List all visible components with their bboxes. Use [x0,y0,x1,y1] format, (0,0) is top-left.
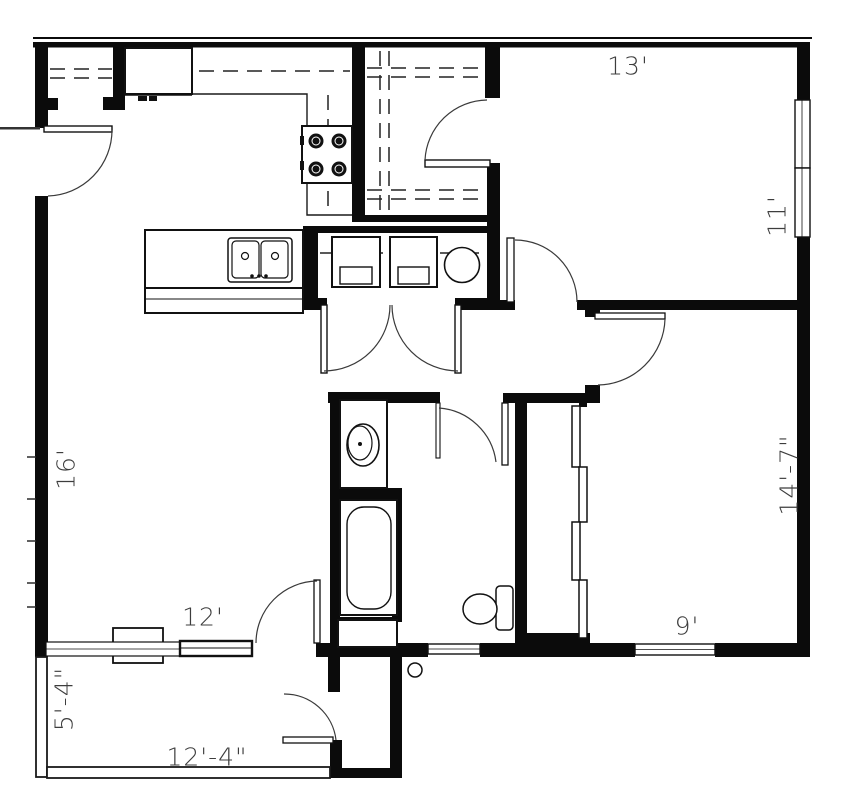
dim-patio-width: 12'-4" [166,742,248,772]
doors [43,99,666,744]
patio-walls [35,656,331,779]
bathroom-door [435,402,509,466]
wall-tick-marks [27,456,36,608]
kitchen-counter [192,93,352,216]
kitchen-sink-island [144,229,304,314]
dim-living-width: 12' [182,602,224,632]
right-bedroom-door [594,312,666,386]
entry-door [43,125,113,197]
interior-walls [47,47,797,778]
walkin-closet-door [424,99,491,168]
linen-closet [337,619,398,648]
dim-patio-depth: 5'-4" [49,666,79,732]
sliding-closet-doors [571,405,588,639]
post-circle [407,662,423,678]
dim-living-depth: 16' [51,448,81,490]
refrigerator [124,47,193,101]
toilet [462,585,514,631]
dryer [389,236,438,288]
laundry-double-doors [320,304,462,374]
dim-bottom-room-width: 9' [674,611,700,641]
windows [45,99,811,658]
washer [331,236,381,288]
range-stove [300,125,353,184]
patio-door [255,579,321,644]
top-bedroom-door [506,237,578,303]
bathroom-vanity-sink [339,399,388,489]
dim-top-room-width: 13' [607,51,649,81]
storage-closet-door [282,693,337,744]
dim-top-room-depth: 11' [762,195,792,237]
bathtub [339,499,398,616]
exterior-walls [0,37,812,657]
water-heater [443,246,481,284]
dim-right-room-depth: 14'-7" [774,434,804,516]
